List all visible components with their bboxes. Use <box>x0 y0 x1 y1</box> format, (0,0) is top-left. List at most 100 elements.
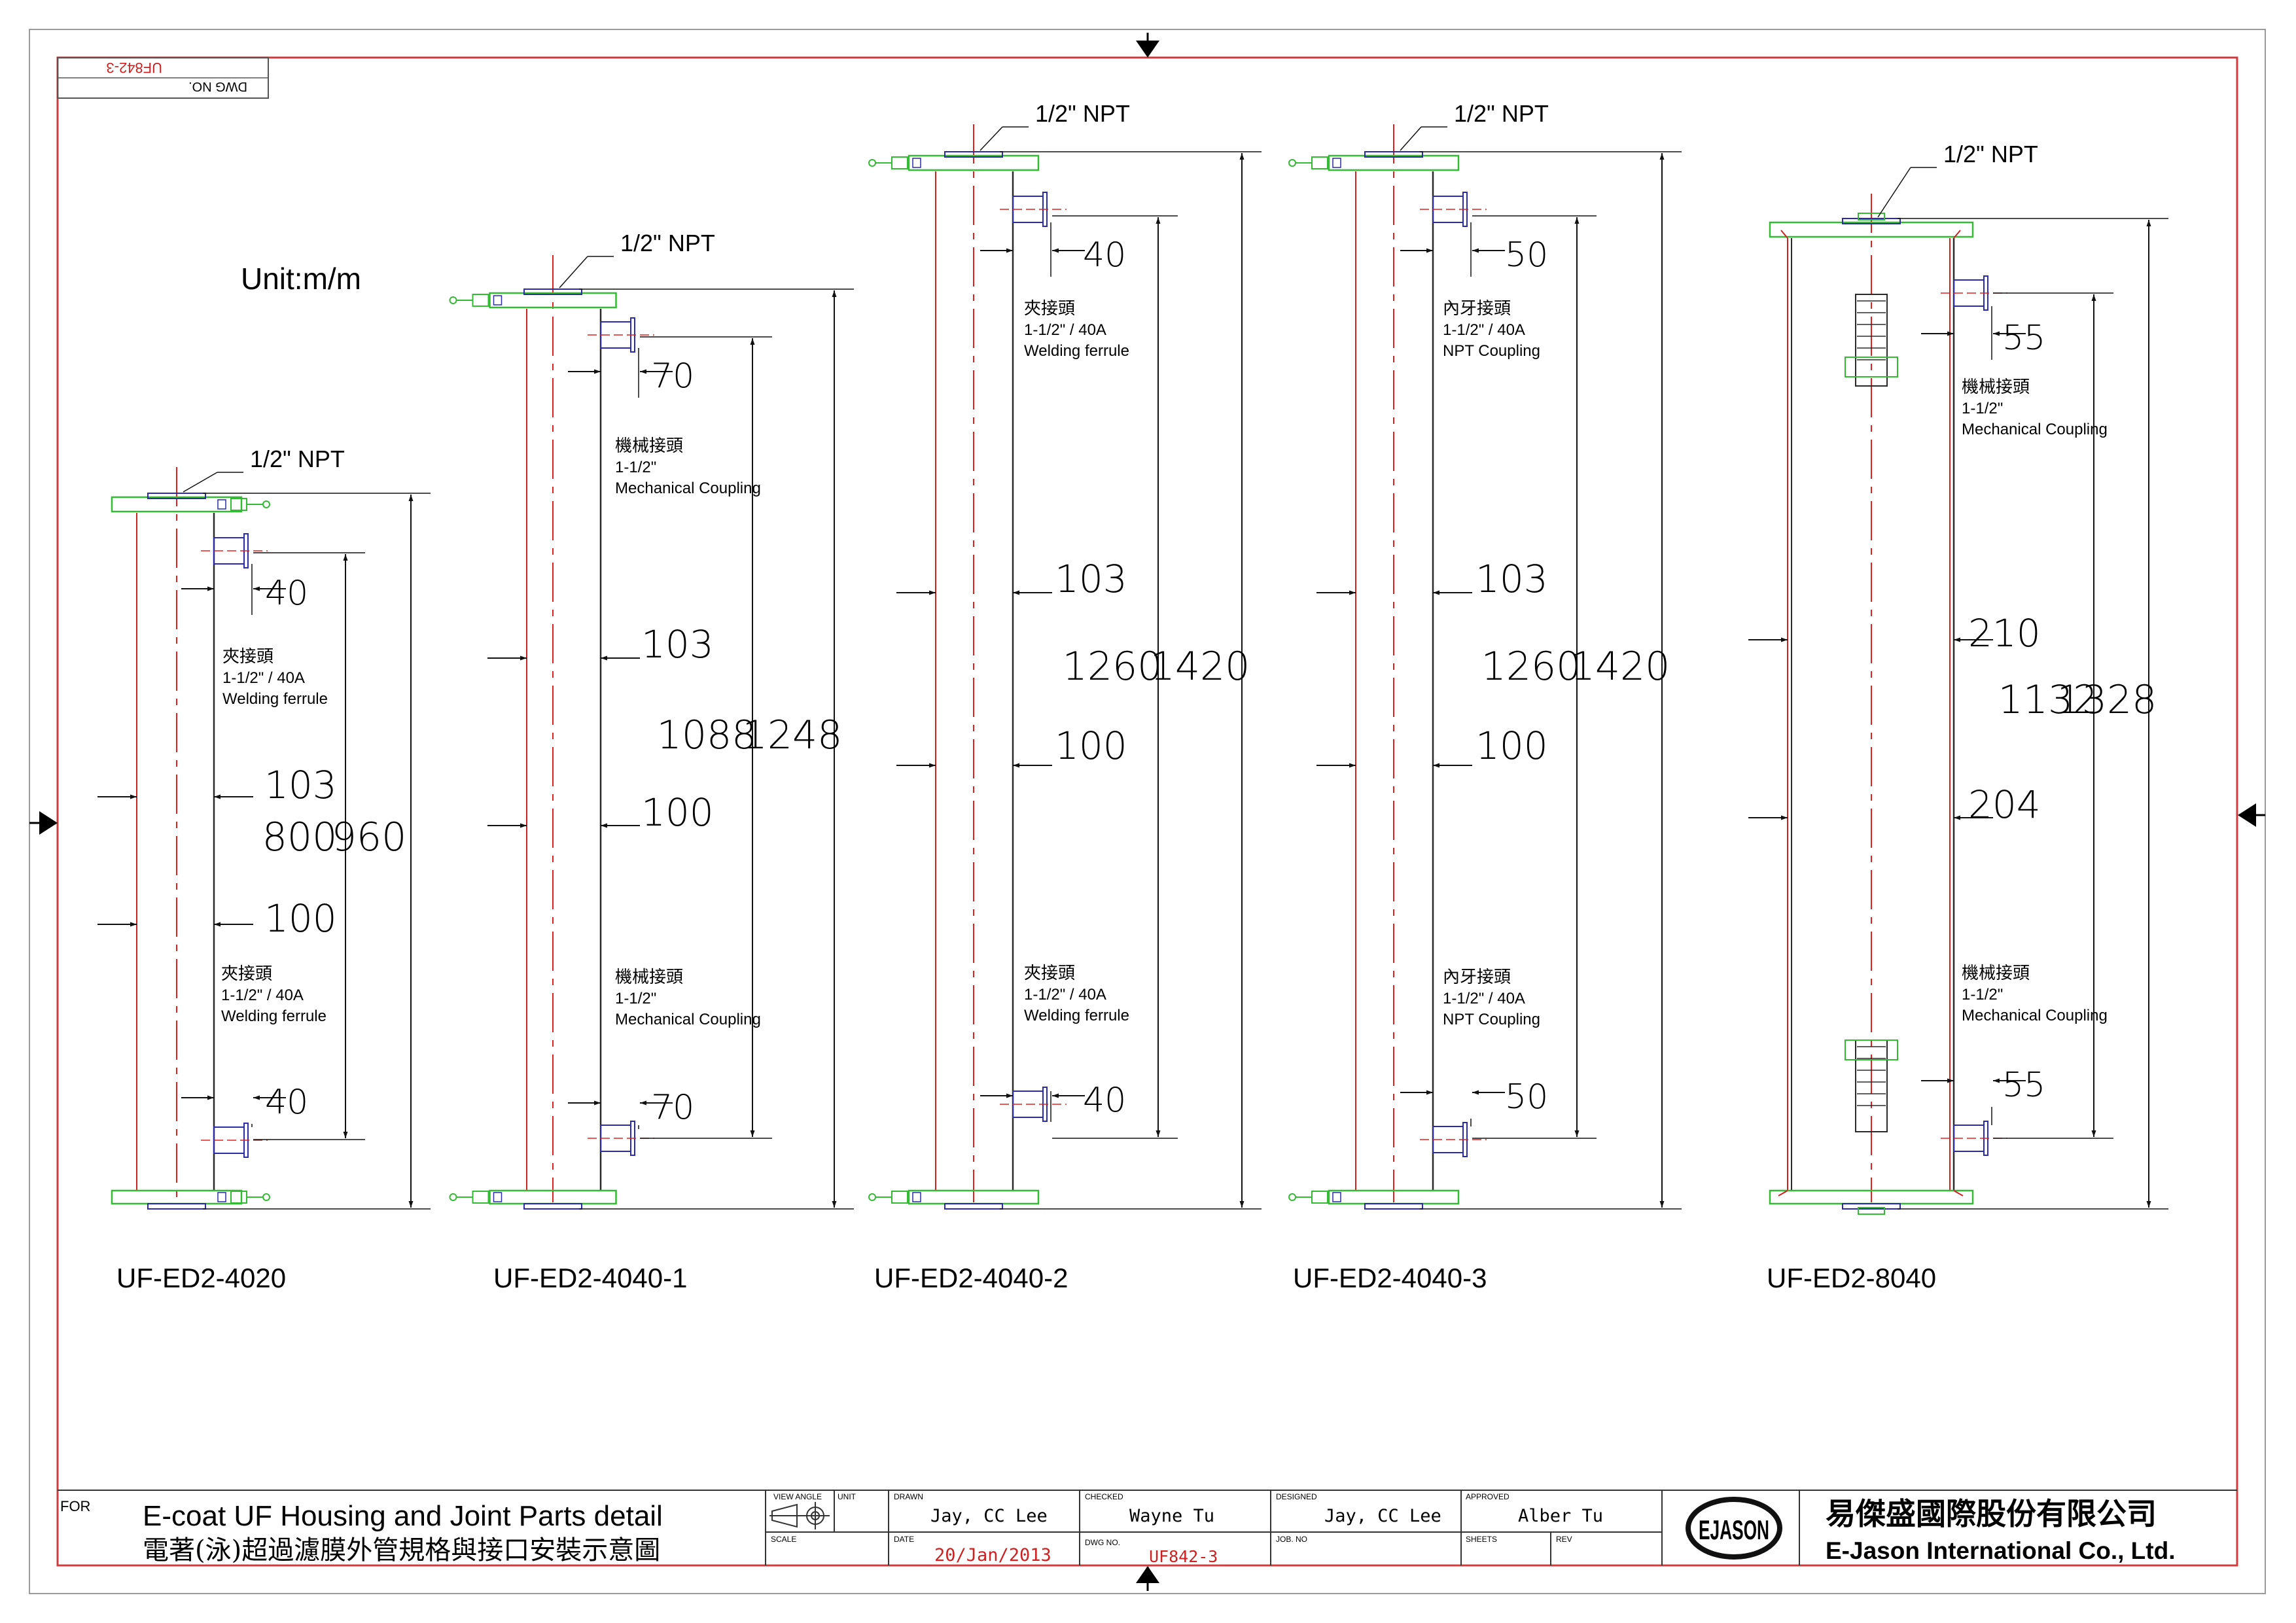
top-npt-boss <box>944 151 1003 158</box>
vent-valve-body <box>891 1191 908 1204</box>
vent-valve-knob <box>868 1193 876 1201</box>
dwg-number-box-value: UF842-3 <box>106 60 162 76</box>
rev-label: REV <box>1556 1535 1572 1544</box>
arrow-up-icon <box>1136 1566 1159 1591</box>
inner-length-label: 1260 <box>1481 644 1581 689</box>
inner-length-label: 1132 <box>1998 677 2098 723</box>
top-end-cap <box>489 292 617 309</box>
npt-label: 1/2" NPT <box>1454 100 1549 127</box>
model-name-label: UF-ED2-4040-1 <box>493 1263 687 1293</box>
inner-length-label: 1088 <box>657 712 757 758</box>
arrow-down-icon <box>1136 33 1159 58</box>
vent-valve-nut <box>912 1192 921 1202</box>
coupling-clamp <box>1845 1039 1898 1060</box>
for-label: FOR <box>60 1498 90 1514</box>
top-npt-boss <box>147 493 206 499</box>
top-fitting-note-line: Welding ferrule <box>222 690 328 708</box>
top-end-cap <box>111 496 243 513</box>
model-name-label: UF-ED2-4040-3 <box>1293 1263 1487 1293</box>
vent-valve-knob <box>1288 159 1296 167</box>
logo-text: EJASON <box>1699 1514 1769 1545</box>
side-port-fitting <box>1000 192 1067 227</box>
npt-label: 1/2" NPT <box>1943 141 2038 167</box>
bottom-npt-boss <box>1842 1203 1901 1210</box>
bottom-fitting-note-line: 夾接頭 <box>1024 964 1075 983</box>
coupling-clamp <box>1845 357 1898 377</box>
top-fitting-note-line: 夾接頭 <box>1024 299 1075 319</box>
side-port-fitting <box>1420 192 1487 227</box>
outer-diameter-label: 103 <box>1475 557 1548 601</box>
outer-diameter-label: 103 <box>641 622 714 667</box>
overall-length-label: 1420 <box>1570 644 1670 689</box>
date-value: 20/Jan/2013 <box>934 1545 1051 1565</box>
sheets-label: SHEETS <box>1466 1535 1497 1544</box>
port-offset-label: 55 <box>2002 319 2045 358</box>
npt-label: 1/2" NPT <box>250 445 345 472</box>
model-name-label: UF-ED2-4020 <box>116 1263 286 1293</box>
bottom-npt-plug <box>1858 1207 1885 1215</box>
bottom-cap-taper-left <box>1778 1190 1788 1196</box>
bottom-fitting-note-line: 1-1/2" / 40A <box>1443 990 1525 1007</box>
vent-valve-body <box>1311 1191 1328 1204</box>
side-port-fitting <box>1420 1122 1487 1157</box>
job-no-label: JOB. NO <box>1276 1535 1307 1544</box>
port-offset-callouts: 4040 <box>181 564 308 1127</box>
inner-diameter-label: 100 <box>1055 724 1127 768</box>
bottom-npt-boss <box>1364 1203 1423 1210</box>
inner-drawing-border <box>56 56 2238 1567</box>
arrow-left-icon <box>2238 803 2265 827</box>
designed-label: DESIGNED <box>1276 1492 1317 1501</box>
inner-diameter-label: 100 <box>641 790 714 835</box>
scale-label: SCALE <box>771 1535 796 1544</box>
npt-label: 1/2" NPT <box>620 230 715 256</box>
top-end-cap <box>1328 154 1460 171</box>
inner-diameter-label: 204 <box>1968 782 2041 827</box>
npt-callout: 1/2" NPT <box>1400 100 1549 151</box>
vent-valve-body <box>891 156 908 169</box>
npt-leader <box>559 256 588 288</box>
checked-value: Wayne Tu <box>1129 1506 1214 1526</box>
ejason-logo: EJASON <box>1686 1497 1782 1560</box>
dwg-number-box-label: DWG NO. <box>188 79 247 94</box>
internal-coupling <box>1845 1039 1898 1132</box>
vent-valve-body <box>230 1191 247 1204</box>
vent-valve-nut <box>493 295 503 305</box>
bottom-fitting-note-line: 機械接頭 <box>615 968 683 987</box>
port-offset-label: 50 <box>1505 236 1548 275</box>
vent-valve-icon <box>868 1191 921 1204</box>
top-cap-taper-right <box>1953 230 1961 239</box>
top-fitting-note-line: 機械接頭 <box>615 436 683 456</box>
vent-valve-icon <box>868 156 921 169</box>
outer-diameter-label: 210 <box>1968 611 2041 655</box>
company-name-english: E-Jason International Co., Ltd. <box>1826 1537 2175 1564</box>
top-fitting-note-line: Welding ferrule <box>1024 342 1129 360</box>
vent-valve-knob <box>1288 1193 1296 1201</box>
vent-valve-icon <box>1288 156 1341 169</box>
top-fitting-note-line: 1-1/2" / 40A <box>1443 321 1525 339</box>
npt-label: 1/2" NPT <box>1035 100 1130 127</box>
overall-length-label: 1328 <box>2057 677 2157 723</box>
vent-valve-nut <box>217 1192 226 1202</box>
overall-length-label: 1420 <box>1150 644 1250 689</box>
top-npt-boss <box>1842 218 1901 224</box>
bottom-npt-boss <box>523 1203 582 1210</box>
designed-value: Jay, CC Lee <box>1324 1506 1441 1526</box>
npt-callout: 1/2" NPT <box>1877 141 2038 218</box>
